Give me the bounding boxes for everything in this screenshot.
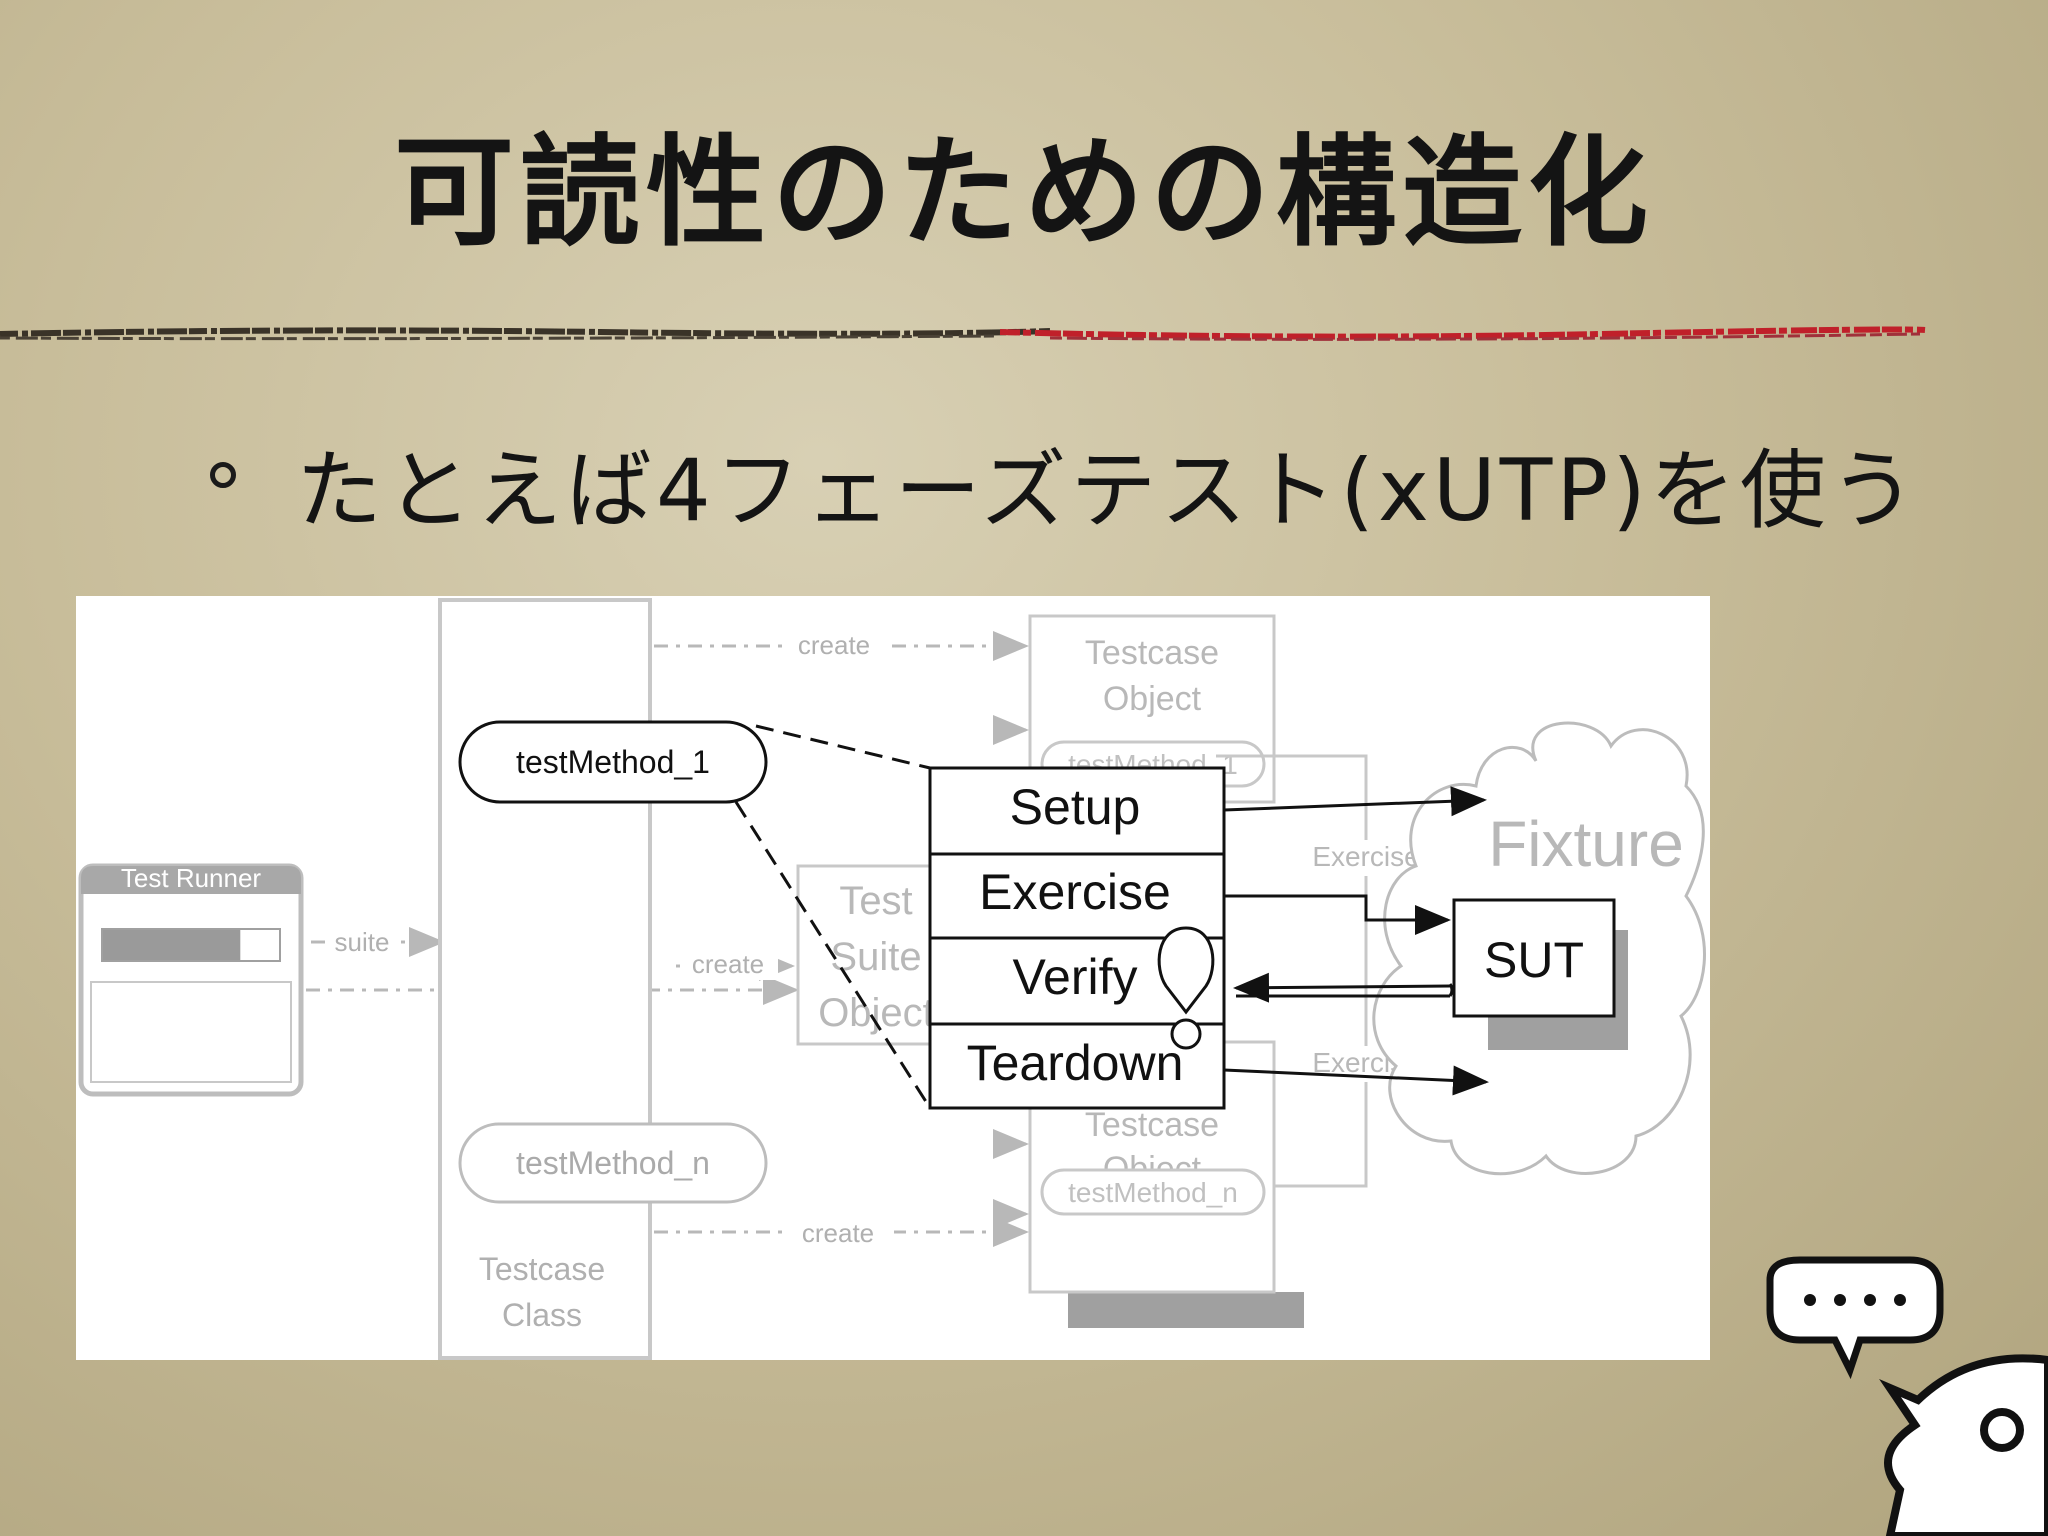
sut-label: SUT <box>1484 932 1584 988</box>
sut-box: SUT <box>1452 898 1628 1050</box>
slide-title: 可読性のための構造化 <box>394 124 1654 263</box>
exercise-top-label: Exercise <box>1312 841 1419 872</box>
test-runner-progress-fill <box>103 930 241 960</box>
teardown-handle-icon <box>1170 1018 1202 1050</box>
testcase-object-top-label-2: Object <box>1103 680 1202 718</box>
four-phase-block: Setup Exercise Verify Teardown <box>928 766 1226 1110</box>
test-runner-title: Test Runner <box>121 863 262 893</box>
testcase-object-bottom-label-1: Testcase <box>1085 1106 1219 1144</box>
four-phase-test-diagram: Test Runner suite run Testcase Class tes… <box>76 596 1710 1360</box>
testcase-class: Testcase Class <box>438 598 652 1360</box>
test-runner-window: Test Runner <box>78 863 304 1097</box>
testcase-class-label-2: Class <box>502 1297 582 1333</box>
test-method-1-pill <box>458 720 768 804</box>
create-bottom-label: create <box>802 1218 874 1248</box>
create-top-label: create <box>798 630 870 660</box>
suite-arrow-label: suite <box>335 927 390 957</box>
speech-bubble-mascot-icon <box>1766 1256 2048 1536</box>
fixture-label: Fixture <box>1488 808 1684 880</box>
bullet-marker <box>210 462 236 488</box>
assertion-bulb-icon <box>1157 926 1215 1015</box>
create-suite-label: create <box>692 949 764 979</box>
phase-verify: Verify <box>1012 949 1137 1005</box>
phase-exercise: Exercise <box>979 864 1171 920</box>
test-suite-label-3: Object <box>818 991 934 1035</box>
testcase-object-top: Testcase Object testMethod_1 <box>938 614 1276 864</box>
test-method-n: testMethod_n <box>516 1145 710 1181</box>
phase-teardown: Teardown <box>967 1035 1184 1091</box>
test-suite-label-2: Suite <box>830 935 921 979</box>
phase-setup: Setup <box>1010 779 1141 835</box>
testcase-object-top-label-1: Testcase <box>1085 634 1219 672</box>
bullet-text: たとえば4フェーズテスト(xUTP)を使う <box>296 441 1920 541</box>
title-divider <box>0 326 1926 341</box>
test-suite-label-1: Test <box>839 879 912 923</box>
test-suite-object: Test Suite Object <box>796 864 940 1046</box>
test-method-1: testMethod_1 <box>516 744 710 780</box>
testcase-object-bottom-method: testMethod_n <box>1068 1177 1238 1208</box>
testcase-class-label-1: Testcase <box>479 1251 605 1287</box>
